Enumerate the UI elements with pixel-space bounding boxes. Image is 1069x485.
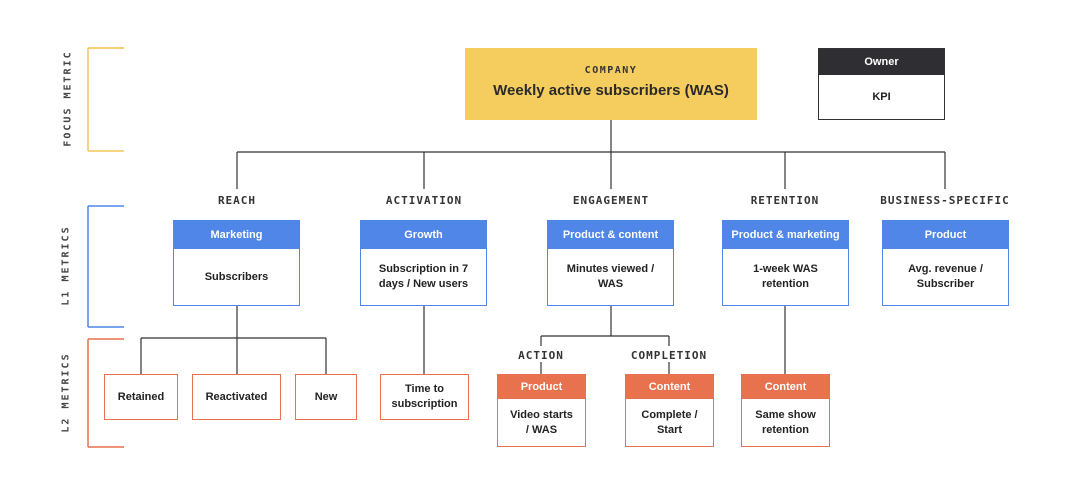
- l1-box-engagement: Product & content Minutes viewed / WAS: [547, 220, 674, 306]
- legend-owner: Owner: [819, 49, 944, 75]
- category-engagement: ENGAGEMENT: [572, 194, 650, 207]
- l1-kpi-activation: Subscription in 7 days / New users: [378, 263, 469, 290]
- l2-kpi-same-show-retention: Same show retention: [755, 408, 816, 436]
- company-metric-title: Weekly active subscribers (WAS): [493, 82, 729, 99]
- legend-box: Owner KPI: [818, 48, 945, 120]
- l1-kpi-engagement: Minutes viewed / WAS: [566, 263, 655, 290]
- company-caption: COMPANY: [584, 65, 638, 76]
- l1-owner-engagement: Product & content: [548, 221, 673, 249]
- l2-box-time-to-subscription: Time to subscription: [380, 374, 469, 420]
- l2-kpi-complete-start: Complete / Start: [641, 408, 698, 436]
- l1-box-retention: Product & marketing 1-week WAS retention: [722, 220, 849, 306]
- category-business-specific: BUSINESS-SPECIFIC: [880, 194, 1010, 207]
- category-retention: RETENTION: [750, 194, 820, 207]
- l1-kpi-retention: 1-week WAS retention: [753, 263, 818, 290]
- l1-owner-reach: Marketing: [174, 221, 299, 249]
- l1-kpi-reach: Subscribers: [204, 270, 269, 283]
- l2-box-complete-start: Content Complete / Start: [625, 374, 714, 447]
- l2-kpi-video-starts: Video starts / WAS: [510, 408, 573, 436]
- l2-box-reactivated: Reactivated: [192, 374, 281, 420]
- category-action: ACTION: [518, 349, 564, 362]
- l2-owner-video-starts: Product: [498, 375, 585, 399]
- l2-box-retained: Retained: [104, 374, 178, 420]
- l1-box-business-specific: Product Avg. revenue / Subscriber: [882, 220, 1009, 306]
- l2-box-new: New: [295, 374, 357, 420]
- l1-kpi-business-specific: Avg. revenue / Subscriber: [908, 263, 983, 290]
- l1-box-activation: Growth Subscription in 7 days / New user…: [360, 220, 487, 306]
- band-label-l2-metrics: L2 METRICS: [60, 352, 72, 433]
- category-activation: ACTIVATION: [385, 194, 463, 207]
- band-label-l1-metrics: L1 METRICS: [60, 225, 72, 306]
- l1-owner-activation: Growth: [361, 221, 486, 249]
- l2-box-same-show-retention: Content Same show retention: [741, 374, 830, 447]
- l2-owner-complete-start: Content: [626, 375, 713, 399]
- category-completion: COMPLETION: [630, 349, 708, 362]
- l1-box-reach: Marketing Subscribers: [173, 220, 300, 306]
- company-focus-metric-box: COMPANY Weekly active subscribers (WAS): [465, 48, 757, 120]
- l1-owner-retention: Product & marketing: [723, 221, 848, 249]
- legend-kpi: KPI: [872, 91, 891, 103]
- l2-owner-same-show-retention: Content: [742, 375, 829, 399]
- category-reach: REACH: [217, 194, 257, 207]
- band-label-focus-metric: FOCUS METRIC: [62, 50, 74, 147]
- l1-owner-business-specific: Product: [883, 221, 1008, 249]
- l2-box-video-starts: Product Video starts / WAS: [497, 374, 586, 447]
